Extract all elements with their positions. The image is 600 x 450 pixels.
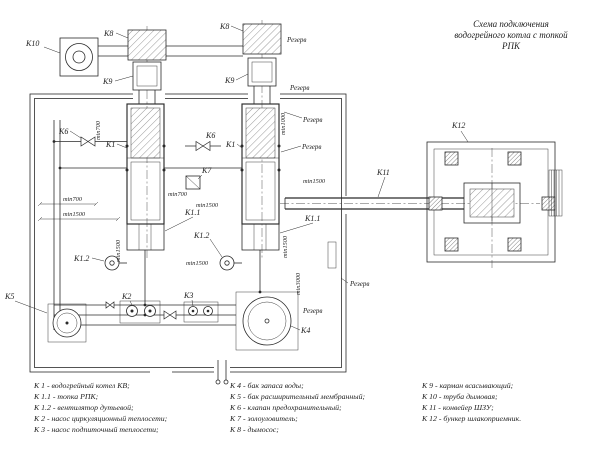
wall-opening-flue-2 (248, 91, 280, 101)
draft-fan-2 (219, 255, 235, 271)
chimney-k10 (59, 37, 99, 77)
smoke-exhauster-k8-1 (127, 29, 167, 61)
legend-item: К 1.2 - вентилятор дутьевой; (33, 403, 134, 412)
flue-gas-tract (59, 23, 282, 104)
reserve-label: Резерв (289, 84, 309, 92)
dim-label: min1500 (303, 178, 326, 185)
legend-item: К 1.1 - топка РПК; (33, 392, 99, 401)
dim-label: min1000 (280, 112, 287, 135)
bunker-column (507, 237, 522, 252)
label-k6-1: К6 (58, 127, 68, 136)
legend-item: К 2 - насос циркуляционный теплосети; (33, 414, 168, 423)
label-k4: К4 (300, 326, 310, 335)
legend-item: К 10 - труба дымовая; (421, 392, 498, 401)
bunker-column (507, 151, 522, 166)
wall-opening-conveyor (343, 196, 353, 214)
label-k6-2: К6 (205, 131, 215, 140)
wall-opening-flue-1 (133, 91, 165, 101)
legend-item: К 8 - дымосос; (229, 425, 279, 434)
dim-label: min700 (95, 120, 102, 140)
reserve-label: Резерв (302, 116, 322, 124)
boiler-unit-2 (219, 103, 281, 271)
slag-bunker-k12 (426, 141, 563, 268)
title-line-1: Схема подключения (473, 19, 549, 29)
ash-collector-k7 (185, 175, 201, 190)
title-line-3: РПК (501, 41, 521, 51)
legend-item: К 1 - водогрейный котел КВ; (33, 381, 130, 390)
reserve-label: Резерв (349, 280, 369, 288)
bunker-column (444, 151, 459, 166)
bunker-column (428, 196, 443, 211)
piping-network (52, 120, 262, 385)
reserve-label: Резерв (286, 36, 306, 44)
label-k5: К5 (4, 292, 14, 301)
label-k8-1: К8 (103, 29, 113, 38)
reserve-label: Резерв (301, 143, 321, 151)
smoke-exhauster-k8-2 (242, 23, 282, 55)
label-k11: К11 (376, 168, 390, 177)
label-k7: К7 (201, 166, 212, 175)
safety-valve-k6-1 (80, 136, 96, 147)
legend: К 1 - водогрейный котел КВ; К 1.1 - топк… (33, 381, 521, 434)
dim-label: min700 (168, 191, 188, 198)
label-k8-2: К8 (219, 22, 229, 31)
dim-label: min1500 (196, 202, 219, 209)
legend-item: К 6 - клапан предохранительный; (229, 403, 342, 412)
legend-item: К 5 - бак расширительный мембранный; (229, 392, 365, 401)
label-k1-1a: К1.1 (184, 208, 200, 217)
boiler-unit-1 (104, 103, 166, 271)
expansion-tank-k5 (47, 303, 87, 343)
label-k1-2: К1 (225, 140, 235, 149)
dim-label: min1500 (186, 260, 209, 267)
label-k12: К12 (451, 121, 465, 130)
dim-label: min700 (63, 196, 83, 203)
equipment-labels: К10 К8 К8 К9 К9 К6 К6 К1 К1 К7 К1.1 К1.1… (4, 22, 465, 335)
title-line-2: водогрейного котла с топкой (454, 30, 568, 40)
boiler-room-walls (29, 91, 353, 375)
label-k9-1: К9 (102, 77, 112, 86)
circulation-pumps-k2 (119, 300, 161, 324)
leader-lines (14, 25, 469, 331)
legend-item: К 3 - насос подпиточный теплосети; (33, 425, 159, 434)
valve-symbol (105, 301, 115, 309)
dim-label: min1500 (282, 235, 289, 258)
label-k1-2a: К1.2 (73, 254, 89, 263)
label-k10: К10 (25, 39, 39, 48)
makeup-pumps-k3 (183, 301, 219, 323)
label-k9-2: К9 (224, 76, 234, 85)
reserve-label: Резерв (302, 307, 322, 315)
furnace-rpk-2 (241, 223, 280, 251)
furnace-rpk-1 (126, 223, 165, 251)
dim-label: min1500 (63, 211, 86, 218)
bunker-column (541, 196, 556, 211)
dimension-annotations: min700 min700 min1500 min700 min1500 min… (37, 112, 326, 295)
wall-opening-door (150, 368, 172, 375)
valve-symbol (163, 310, 177, 320)
bunker-column (444, 237, 459, 252)
dim-label: min1500 (115, 239, 122, 262)
label-k3: К3 (183, 291, 193, 300)
bunker-stairs (548, 169, 563, 217)
safety-valve-k6-2 (185, 140, 221, 152)
label-k2: К2 (121, 292, 131, 301)
dim-label: min3000 (295, 272, 302, 295)
label-k1-1b: К1.1 (304, 214, 320, 223)
wall-panel (327, 241, 337, 269)
label-k1-2b: К1.2 (193, 231, 209, 240)
reserve-labels: Резерв Резерв Резерв Резерв Резерв Резер… (286, 36, 369, 315)
water-storage-tank-k4 (235, 291, 299, 351)
drawing-title: Схема подключения водогрейного котла с т… (454, 19, 568, 51)
legend-item: К 11 - конвейер ШЗУ; (421, 403, 494, 412)
label-k1-1: К1 (105, 140, 115, 149)
suction-pocket-k9-2 (247, 57, 277, 87)
legend-item: К 9 - карман всасывающий; (421, 381, 514, 390)
legend-item: К 7 - золоуловитель; (229, 414, 298, 423)
legend-item: К 4 - бак запаса воды; (229, 381, 304, 390)
legend-item: К 12 - бункер шлакоприемник. (421, 414, 521, 423)
